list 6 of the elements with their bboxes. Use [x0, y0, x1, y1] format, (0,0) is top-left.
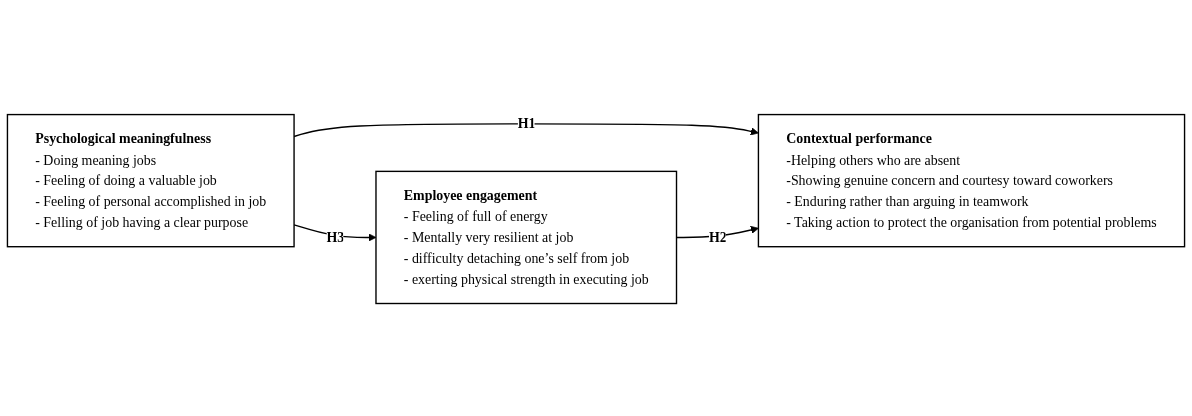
node-box: Contextual performance -Helping others who are absent -Showing genuine concern and courtesy toward coworkers - Enduring rather than arguing in teamwork - Taking action to protect the organisation from potential problems [757, 113, 1186, 247]
node-box: Psychological meaningfulness - Doing meaning jobs - Feeling of doing a valuable job - Feeling of personal accomplished in job - Felling of job having a clear purpose [6, 113, 295, 247]
edge-label: H3 [326, 229, 345, 245]
edge-label: H2 [708, 229, 727, 245]
edge-label: H1 [517, 115, 536, 131]
node-box: Employee engagement - Feeling of full of energy - Mentally very resilient at job - difficulty detaching one’s self from job - exerting physical strength in executing job [375, 170, 678, 304]
